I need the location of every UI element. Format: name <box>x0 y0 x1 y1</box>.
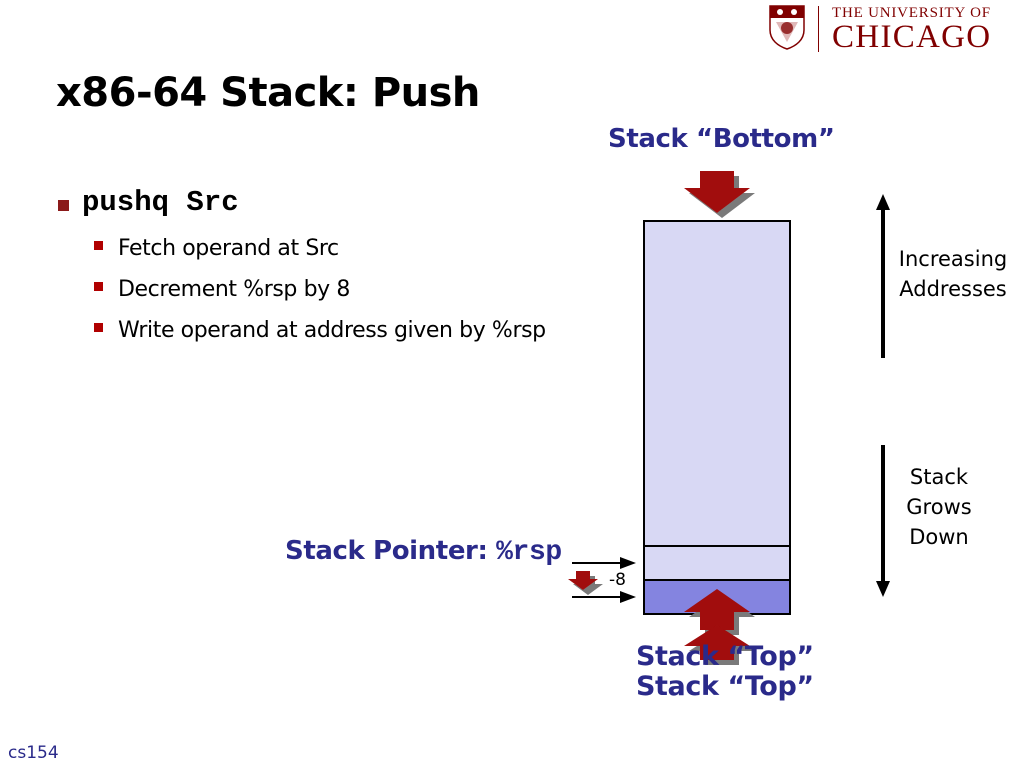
stack-grows-down-arrowhead <box>876 581 890 597</box>
bullet-marker <box>58 200 69 211</box>
sub-bullet-marker <box>94 323 103 332</box>
stack-top-label-new: Stack “Top” <box>636 671 814 702</box>
increasing-addresses-arrowhead <box>876 194 890 210</box>
stack-bottom-arrow <box>684 171 750 213</box>
university-shield-logo <box>769 5 805 50</box>
increasing-addresses-label: Increasing Addresses <box>886 244 1020 304</box>
stack-bottom-label: Stack “Bottom” <box>608 124 835 154</box>
increasing-line2: Addresses <box>899 277 1007 301</box>
stack-grows-down-label: Stack Grows Down <box>886 462 992 552</box>
sub-bullet-decrement: Decrement %rsp by 8 <box>118 277 350 302</box>
sub-bullet-fetch: Fetch operand at Src <box>118 236 339 261</box>
course-footer: cs154 <box>8 743 59 763</box>
stack-pointer-register: %rsp <box>496 537 562 568</box>
grows-line2: Grows <box>906 495 972 519</box>
grows-line3: Down <box>909 525 969 549</box>
sub-bullet-write: Write operand at address given by %rsp <box>118 318 546 343</box>
offset-label: -8 <box>609 570 626 590</box>
sub-bullet-marker <box>94 282 103 291</box>
logo-divider <box>818 6 819 52</box>
new-stack-pointer-arrowhead <box>620 591 636 603</box>
slide-title: x86-64 Stack: Push <box>56 70 480 116</box>
sub-bullet-marker <box>94 241 103 250</box>
stack-top-arrow-upper <box>684 589 750 630</box>
stack-region <box>643 220 791 547</box>
increasing-line1: Increasing <box>898 247 1008 271</box>
decrement-arrow <box>568 571 598 590</box>
stack-pointer-label-text: Stack Pointer: <box>285 536 497 566</box>
stack-slot <box>643 545 791 581</box>
logo-university-text: THE UNIVERSITY OF <box>832 5 991 21</box>
main-bullet-text: pushq Src <box>82 186 239 219</box>
logo-chicago-text: CHICAGO <box>832 19 992 55</box>
stack-pointer-line-arrowhead <box>620 557 636 569</box>
stack-top-label-old: Stack “Top” <box>636 641 814 672</box>
stack-top-arrow-lower <box>684 625 750 660</box>
grows-line1: Stack <box>909 465 969 489</box>
stack-pointer-label: Stack Pointer: %rsp <box>285 536 562 568</box>
